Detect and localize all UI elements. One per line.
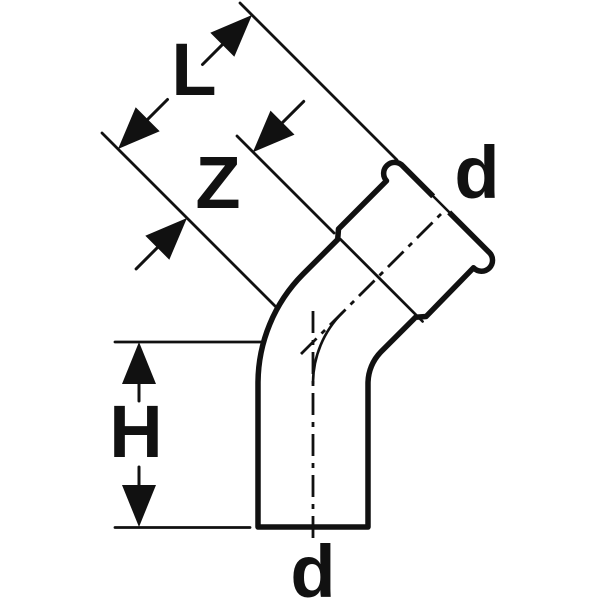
- label-d-top: d: [454, 131, 499, 214]
- shoulder-extension-line: [235, 134, 336, 235]
- centerline-diagonal: [300, 209, 446, 355]
- dim-L-stem-upper: [201, 43, 224, 66]
- dim-L-label: L: [171, 28, 216, 111]
- dim-H-label: H: [109, 390, 162, 473]
- label-d-bottom: d: [290, 530, 335, 600]
- dim-Z-stem-upper: [281, 99, 306, 125]
- dim-L-stem-lower: [146, 98, 169, 121]
- face-extension-line: [238, 1, 399, 162]
- dim-Z-arrow-lower: [145, 218, 187, 260]
- centerline-bend-arc: [311, 311, 344, 385]
- dim-Z-label: Z: [195, 141, 240, 224]
- dim-H-arrow-upper: [122, 342, 156, 384]
- socket-depth-line-2: [339, 238, 424, 323]
- dim-H-arrow-lower: [122, 485, 156, 527]
- dim-L-arrow-lower: [118, 107, 160, 149]
- pipe-outline: [255, 159, 496, 530]
- dim-L-arrow-upper: [210, 15, 252, 57]
- dim-Z-arrow-upper: [252, 110, 295, 153]
- dim-Z-stem-lower: [134, 246, 159, 271]
- d-leader-line: [424, 187, 460, 223]
